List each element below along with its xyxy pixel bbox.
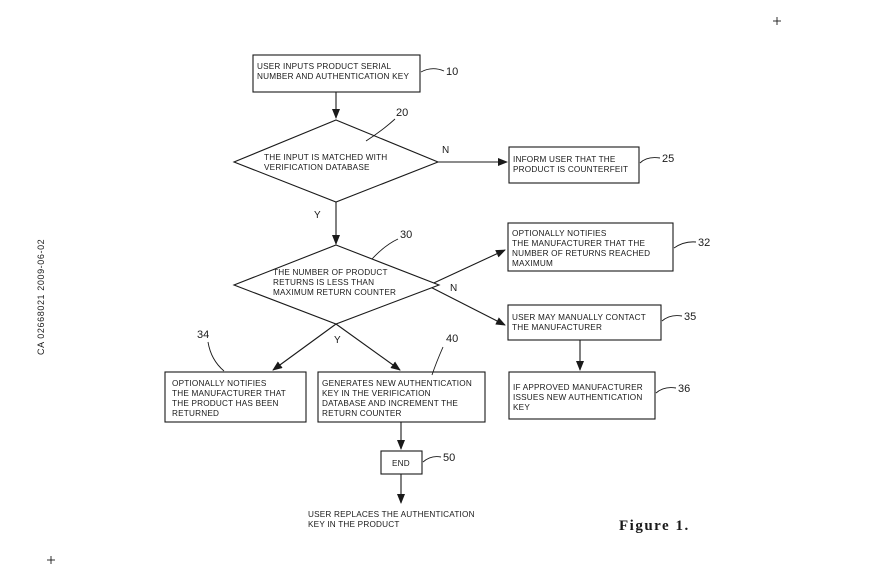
- ref-leader-20: [365, 118, 396, 142]
- node-40-line-1: GENERATES NEW AUTHENTICATION: [322, 379, 472, 388]
- node-32-line-3: NUMBER OF RETURNS REACHED: [512, 249, 650, 258]
- branch-label-30-yes: Y: [334, 335, 341, 346]
- ref-leader-10: [420, 68, 445, 73]
- box-25-inform-counterfeit: [508, 146, 640, 184]
- node-40-line-2: KEY IN THE VERIFICATION: [322, 389, 431, 398]
- box-50-end: [380, 450, 423, 475]
- branch-label-30-no: N: [450, 283, 457, 294]
- final-step-line-2: KEY IN THE PRODUCT: [308, 520, 400, 529]
- registration-mark-top-right: [773, 17, 781, 25]
- ref-leader-36: [655, 387, 677, 394]
- node-10-label: USER INPUTS PRODUCT SERIAL NUMBER AND AU…: [257, 62, 409, 81]
- node-34-label: OPTIONALLY NOTIFIES THE MANUFACTURER THA…: [172, 379, 288, 418]
- node-35-label: USER MAY MANUALLY CONTACT THE MANUFACTUR…: [512, 313, 648, 332]
- ref-number-32: 32: [698, 237, 710, 249]
- node-36-line-3: KEY: [513, 403, 530, 412]
- node-40-line-3: DATABASE AND INCREMENT THE: [322, 399, 458, 408]
- node-34-line-1: OPTIONALLY NOTIFIES: [172, 379, 267, 388]
- ref-leader-30: [371, 238, 399, 260]
- diamond-20-input-match: [232, 119, 440, 203]
- node-50-label: END: [392, 459, 410, 468]
- node-30-line-1: THE NUMBER OF PRODUCT: [273, 268, 388, 277]
- node-36-line-1: IF APPROVED MANUFACTURER: [513, 383, 643, 392]
- box-36-new-key-issued: [508, 371, 656, 420]
- node-40-line-4: RETURN COUNTER: [322, 409, 402, 418]
- node-34-line-3: THE PRODUCT HAS BEEN: [172, 399, 279, 408]
- node-10-line-2: NUMBER AND AUTHENTICATION KEY: [257, 72, 409, 81]
- ref-number-25: 25: [662, 153, 674, 165]
- final-step-label: USER REPLACES THE AUTHENTICATION KEY IN …: [308, 510, 477, 529]
- edge-30-to-34-yes: [272, 323, 337, 371]
- node-20-label: THE INPUT IS MATCHED WITH VERIFICATION D…: [264, 153, 390, 172]
- node-35-line-1: USER MAY MANUALLY CONTACT: [512, 313, 646, 322]
- ref-leader-50: [422, 456, 442, 463]
- document-number-side-text: CA 02668021 2009-06-02: [36, 239, 46, 355]
- ref-number-30: 30: [400, 229, 412, 241]
- node-32-line-4: MAXIMUM: [512, 259, 553, 268]
- ref-number-40: 40: [446, 333, 458, 345]
- node-30-line-2: RETURNS IS LESS THAN: [273, 278, 374, 287]
- final-step-line-1: USER REPLACES THE AUTHENTICATION: [308, 510, 475, 519]
- ref-number-10: 10: [446, 66, 458, 78]
- node-25-label: INFORM USER THAT THE PRODUCT IS COUNTERF…: [513, 155, 628, 174]
- node-20-line-1: THE INPUT IS MATCHED WITH: [264, 153, 387, 162]
- ref-leader-32: [673, 241, 697, 249]
- node-40-label: GENERATES NEW AUTHENTICATION KEY IN THE …: [322, 379, 474, 418]
- node-34-line-2: THE MANUFACTURER THAT: [172, 389, 286, 398]
- ref-leader-35: [661, 315, 683, 322]
- ref-leader-25: [639, 157, 661, 164]
- box-34-notify-returned: [164, 371, 307, 423]
- box-35-contact-manufacturer: [507, 304, 662, 341]
- node-34-line-4: RETURNED: [172, 409, 219, 418]
- ref-number-50: 50: [443, 452, 455, 464]
- node-50-line-1: END: [392, 459, 410, 468]
- box-32-notify-max-returns: [507, 222, 674, 272]
- figure-caption: Figure 1.: [619, 518, 690, 534]
- ref-number-34: 34: [197, 329, 209, 341]
- node-32-label: OPTIONALLY NOTIFIES THE MANUFACTURER THA…: [512, 229, 653, 268]
- node-35-line-2: THE MANUFACTURER: [512, 323, 602, 332]
- ref-number-35: 35: [684, 311, 696, 323]
- node-20-line-2: VERIFICATION DATABASE: [264, 163, 370, 172]
- branch-label-20-no: N: [442, 145, 449, 156]
- node-25-line-1: INFORM USER THAT THE: [513, 155, 616, 164]
- ref-leader-34: [207, 341, 225, 372]
- node-36-line-2: ISSUES NEW AUTHENTICATION: [513, 393, 643, 402]
- ref-number-36: 36: [678, 383, 690, 395]
- box-10-user-inputs: [252, 54, 421, 93]
- ref-leader-40: [431, 346, 444, 376]
- branch-label-20-yes: Y: [314, 210, 321, 221]
- node-10-line-1: USER INPUTS PRODUCT SERIAL: [257, 62, 391, 71]
- node-32-line-1: OPTIONALLY NOTIFIES: [512, 229, 607, 238]
- node-30-label: THE NUMBER OF PRODUCT RETURNS IS LESS TH…: [273, 268, 396, 297]
- registration-mark-bottom-left: [47, 556, 55, 564]
- node-36-label: IF APPROVED MANUFACTURER ISSUES NEW AUTH…: [513, 383, 645, 412]
- node-25-line-2: PRODUCT IS COUNTERFEIT: [513, 165, 628, 174]
- diamond-30-returns-less-than-max: [232, 244, 441, 325]
- node-32-line-2: THE MANUFACTURER THAT THE: [512, 239, 645, 248]
- box-40-generate-new-key: [317, 371, 486, 423]
- ref-number-20: 20: [396, 107, 408, 119]
- edge-30-to-40-yes: [335, 323, 401, 371]
- node-30-line-3: MAXIMUM RETURN COUNTER: [273, 288, 396, 297]
